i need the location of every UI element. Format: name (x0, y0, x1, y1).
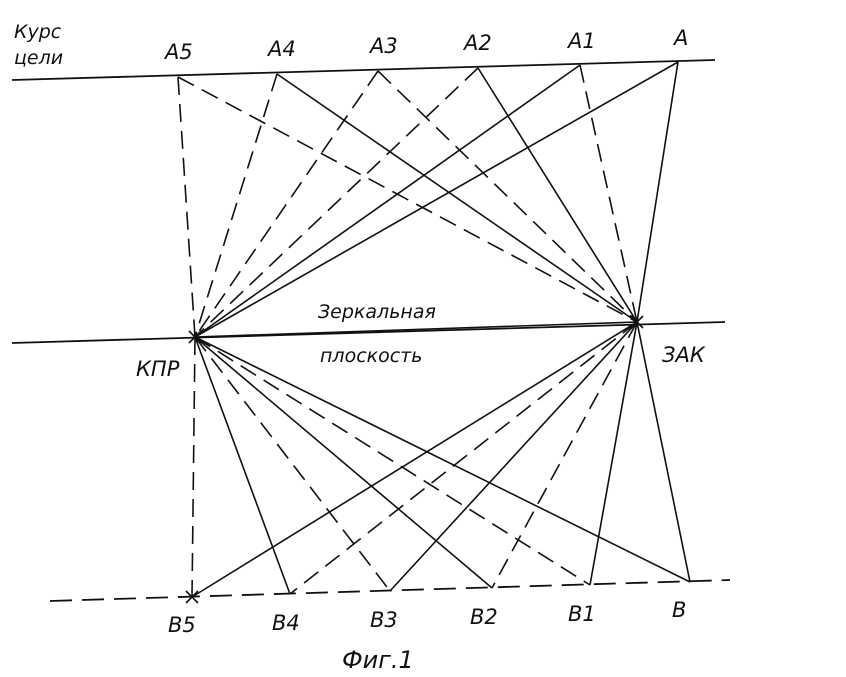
label-B1: B1 (568, 602, 596, 626)
line-ZAK-B5 (191, 321, 638, 598)
line-KPR-B (194, 336, 691, 583)
line-ZAK-B2 (491, 321, 638, 589)
label-A: A (672, 26, 688, 50)
line-A-KPR (194, 61, 679, 338)
line-A3-ZAK (377, 70, 638, 323)
point-B5-marker (185, 590, 199, 604)
label-course-line1: Курс (14, 21, 62, 43)
label-course-line2: цели (14, 47, 63, 69)
label-A5: A5 (163, 40, 193, 64)
label-mirror-line2: плоскость (320, 345, 422, 367)
line-KPR-ZAK (194, 321, 638, 338)
line-A5-KPR (177, 76, 196, 338)
line-A1-KPR (194, 64, 581, 338)
line-KPR-B3 (194, 336, 391, 592)
label-A3: A3 (368, 34, 398, 58)
line-A3-KPR (194, 70, 379, 338)
line-A5-ZAK (177, 76, 638, 323)
label-B2: B2 (470, 605, 498, 629)
label-A1: A1 (566, 29, 596, 53)
line-A2-KPR (194, 67, 479, 338)
line-A4-KPR (194, 73, 278, 338)
label-A2: A2 (462, 31, 492, 55)
line-KPR-B2 (194, 336, 493, 589)
line-ZAK-B (636, 321, 691, 583)
line-ZAK-B4 (289, 321, 638, 595)
label-B3: B3 (370, 608, 398, 632)
label-A4: A4 (266, 37, 296, 61)
label-ZAK: ЗАК (662, 343, 706, 367)
line-ZAK-B3 (389, 321, 638, 592)
line-ZAK-B1 (589, 321, 638, 586)
label-mirror-line1: Зеркальная (318, 301, 436, 323)
line-KPR-B4 (194, 336, 291, 595)
figure-caption: Фиг.1 (342, 646, 414, 674)
label-B: B (672, 598, 686, 622)
mirror-plane-line (11, 321, 726, 344)
line-A1-ZAK (579, 64, 638, 323)
point-KPR-marker (188, 330, 202, 344)
line-A2-ZAK (477, 67, 638, 323)
target-course-line (11, 59, 716, 81)
line-KPR-B5 (191, 336, 196, 598)
label-B5: B5 (168, 613, 196, 637)
line-KPR-B1 (194, 336, 591, 586)
line-A4-ZAK (276, 73, 638, 323)
label-B4: B4 (272, 611, 300, 635)
label-KPR: КПР (136, 357, 180, 381)
point-ZAK-marker (630, 315, 644, 329)
line-A-ZAK (636, 61, 679, 323)
